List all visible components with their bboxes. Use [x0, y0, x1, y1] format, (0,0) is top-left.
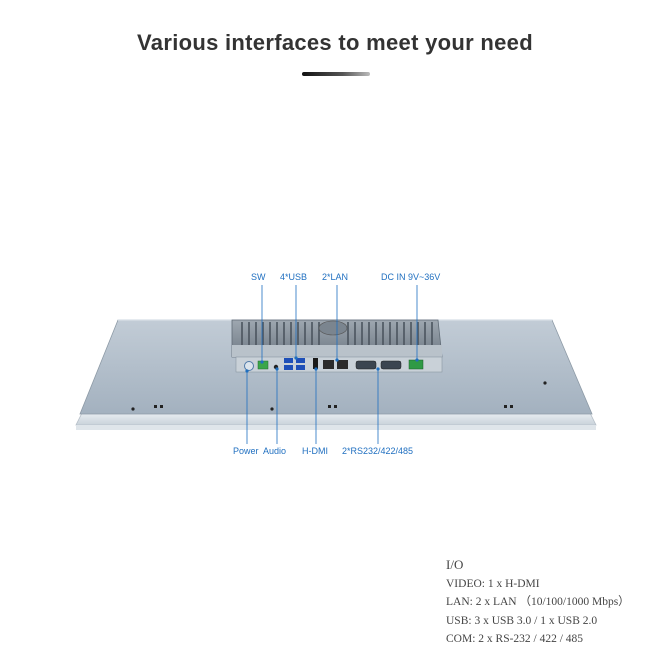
- io-spec-video: VIDEO: 1 x H-DMI: [446, 577, 540, 590]
- page-title: Various interfaces to meet your need: [137, 30, 533, 55]
- io-plate: [235, 356, 443, 373]
- callout-rs232: 2*RS232/422/485: [342, 446, 414, 456]
- io-spec-title: I/O: [446, 557, 464, 572]
- callout-power: Power: [233, 446, 259, 456]
- com-ports-icon: [355, 360, 402, 370]
- callout-sw: SW: [251, 272, 266, 282]
- io-spec-com: COM: 2 x RS-232 / 422 / 485: [446, 633, 584, 645]
- callout-audio: Audio: [263, 446, 287, 456]
- io-spec-usb: USB: 3 x USB 3.0 / 1 x USB 2.0: [446, 614, 598, 627]
- callout-lines: [246, 285, 418, 444]
- lan-ports-icon: [323, 360, 348, 369]
- io-spec-lan: LAN: 2 x LAN （10/100/1000 Mbps）: [446, 596, 630, 608]
- bezel-frame: [75, 412, 597, 430]
- dc-in-connector-icon: [408, 359, 424, 370]
- usb-ports-icon: [284, 358, 305, 370]
- callout-dc-in: DC IN 9V~36V: [381, 272, 441, 282]
- power-button-icon: [244, 361, 254, 371]
- callout-usb: 4*USB: [280, 272, 308, 282]
- hdmi-port-icon: [313, 358, 318, 369]
- io-spec-list: I/O VIDEO: 1 x H-DMI LAN: 2 x LAN （10/10…: [446, 556, 630, 649]
- callout-hdmi: H-DMI: [302, 446, 328, 456]
- callout-lan: 2*LAN: [322, 272, 349, 282]
- title-underline: [302, 72, 370, 76]
